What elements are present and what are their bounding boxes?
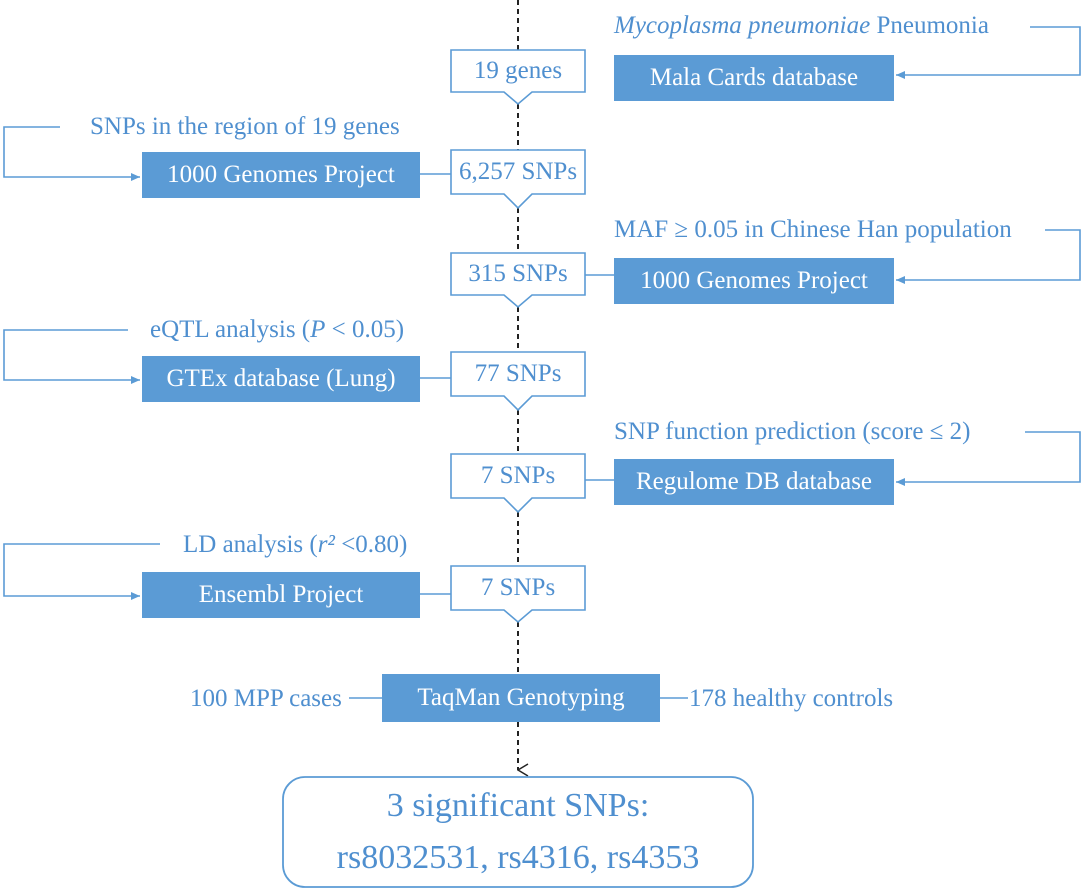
step1-database-box: Mala Cards database xyxy=(614,55,894,101)
step6-count: 7 SNPs xyxy=(480,574,556,601)
step4-label-a: eQTL analysis ( xyxy=(150,316,311,343)
result-box xyxy=(282,776,754,888)
step5-count: 7 SNPs xyxy=(480,462,556,489)
step1-label-rest: Pneumonia xyxy=(870,12,989,39)
result-text: 3 significant SNPs: rs8032531, rs4316, r… xyxy=(283,780,753,884)
genotyping-box: TaqMan Genotyping xyxy=(382,674,660,722)
step1-label: Mycoplasma pneumoniae Pneumonia xyxy=(614,11,989,41)
step6-label-italic: r² xyxy=(317,531,335,558)
step6-label-b: <0.80) xyxy=(334,531,408,558)
cases-label: 100 MPP cases xyxy=(190,685,342,712)
step2-database-box: 1000 Genomes Project xyxy=(142,152,420,198)
step4-count: 77 SNPs xyxy=(474,360,562,387)
step5-database-box: Regulome DB database xyxy=(614,459,894,505)
result-line2: rs8032531, rs4316, rs4353 xyxy=(336,839,700,876)
step4-label: eQTL analysis (P < 0.05) xyxy=(150,315,404,345)
step4-label-b: < 0.05) xyxy=(325,316,405,343)
count-callouts xyxy=(450,49,586,624)
step6-label: LD analysis (r² <0.80) xyxy=(183,530,407,560)
step3-label: MAF ≥ 0.05 in Chinese Han population xyxy=(614,216,1012,243)
step1-count: 19 genes xyxy=(473,57,563,84)
step6-label-a: LD analysis ( xyxy=(183,531,318,558)
step1-label-italic: Mycoplasma pneumoniae xyxy=(614,12,871,39)
step3-count: 315 SNPs xyxy=(468,260,568,287)
step4-database-box: GTEx database (Lung) xyxy=(142,356,420,402)
result-line1: 3 significant SNPs: xyxy=(386,787,650,824)
step6-database-box: Ensembl Project xyxy=(142,572,420,618)
step4-label-italic: P xyxy=(310,316,326,343)
side-connectors xyxy=(3,26,1081,699)
step3-database-box: 1000 Genomes Project xyxy=(614,258,894,304)
controls-label: 178 healthy controls xyxy=(689,685,894,712)
step5-label: SNP function prediction (score ≤ 2) xyxy=(614,418,971,445)
step2-count: 6,257 SNPs xyxy=(458,158,578,185)
step2-label: SNPs in the region of 19 genes xyxy=(90,113,400,140)
